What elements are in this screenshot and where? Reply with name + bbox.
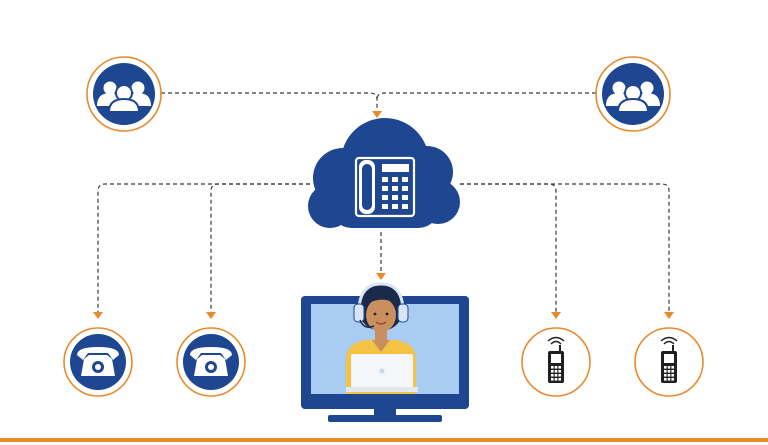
users-group-right [595,56,671,132]
connectors [93,92,674,319]
connector-phone-1 [97,183,310,312]
connector-mobile-1 [460,183,557,312]
connector-group-left [161,92,378,110]
users-group-left [86,56,162,132]
bottom-accent-line [0,438,768,442]
connector-group-right [376,92,596,101]
landline-phone-2 [176,327,246,397]
mobile-phone-2 [634,327,704,397]
landline-phone-1 [63,327,133,397]
cloud-pbx [308,118,460,228]
arrow-to-agent [376,273,386,280]
connector-mobile-2 [460,183,670,312]
desk-phone-icon [354,156,416,218]
arrow-to-phone-2 [206,312,216,319]
connector-phone-2 [210,183,310,312]
agent-monitor [301,282,469,422]
arrow-to-phone-1 [93,312,103,319]
arrow-to-cloud [372,111,382,118]
mobile-phone-1 [521,327,591,397]
arrow-to-mobile-2 [664,312,674,319]
arrow-to-mobile-1 [551,312,561,319]
monitor-stand [328,415,442,422]
call-center-agent-icon [346,282,418,394]
